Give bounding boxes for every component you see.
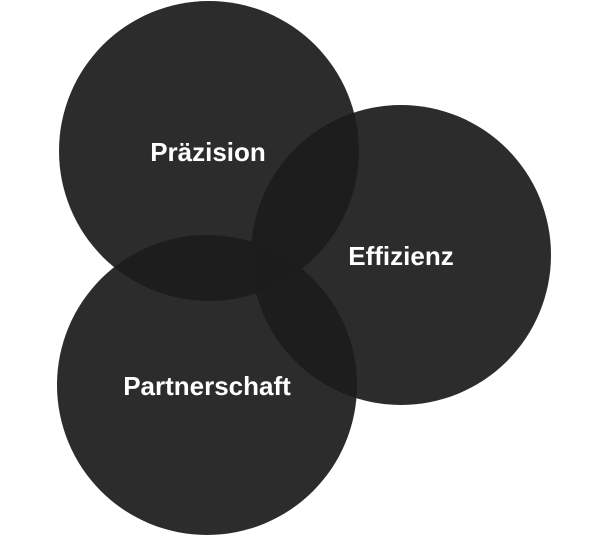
circle-partnerschaft <box>57 235 357 535</box>
label-praezision: Präzision <box>150 137 266 167</box>
labels-group: Präzision Effizienz Partnerschaft <box>123 137 454 401</box>
label-partnerschaft: Partnerschaft <box>123 371 291 401</box>
circles-group <box>57 1 551 535</box>
label-effizienz: Effizienz <box>348 241 453 271</box>
